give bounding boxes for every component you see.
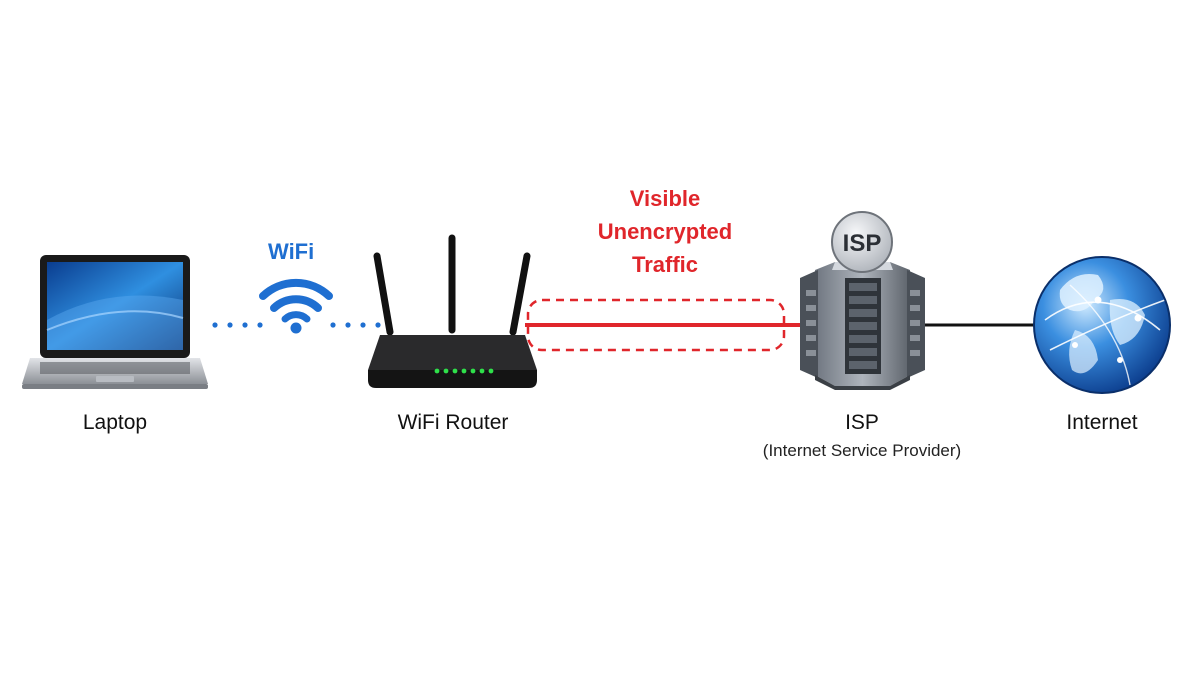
globe-icon <box>1033 256 1171 394</box>
server-tower-icon <box>800 262 925 390</box>
isp-badge-text: ISP <box>843 230 882 257</box>
wifi-dotted-link <box>212 322 381 328</box>
laptop-icon <box>22 255 208 389</box>
traffic-line-3: Traffic <box>631 252 699 277</box>
traffic-highlight-box <box>526 298 786 352</box>
isp-badge: ISP <box>831 211 893 273</box>
internet-label: Internet <box>1066 411 1138 434</box>
router-label: WiFi Router <box>397 411 509 434</box>
traffic-line-1: Visible <box>629 186 701 211</box>
wifi-icon <box>259 278 333 334</box>
router-icon <box>368 234 537 388</box>
wifi-label: WiFi <box>268 239 315 264</box>
laptop-label: Laptop <box>82 411 148 434</box>
traffic-warning-label: Visible Unencrypted Traffic <box>565 182 765 281</box>
isp-label: ISP <box>845 411 879 434</box>
isp-sublabel: (Internet Service Provider) <box>762 441 962 460</box>
traffic-line-2: Unencrypted <box>597 219 733 244</box>
